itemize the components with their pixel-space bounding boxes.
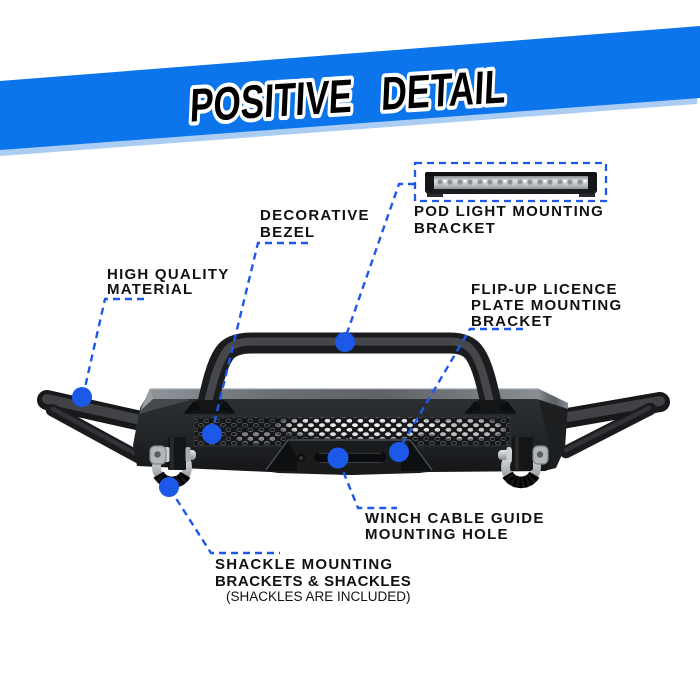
svg-text:MATERIAL: MATERIAL: [107, 281, 193, 298]
svg-text:BEZEL: BEZEL: [260, 224, 315, 241]
svg-text:(SHACKLES ARE INCLUDED): (SHACKLES ARE INCLUDED): [226, 589, 411, 604]
svg-text:MOUNTING HOLE: MOUNTING HOLE: [365, 526, 509, 543]
svg-text:PLATE MOUNTING: PLATE MOUNTING: [471, 297, 622, 314]
svg-text:DECORATIVE: DECORATIVE: [260, 207, 370, 224]
svg-text:SHACKLE MOUNTING: SHACKLE MOUNTING: [215, 556, 393, 573]
svg-text:FLIP-UP LICENCE: FLIP-UP LICENCE: [471, 281, 618, 298]
svg-text:BRACKET: BRACKET: [471, 313, 553, 330]
svg-text:HIGH QUALITY: HIGH QUALITY: [107, 266, 230, 283]
svg-text:BRACKETS & SHACKLES: BRACKETS & SHACKLES: [215, 573, 411, 590]
svg-text:WINCH CABLE GUIDE: WINCH CABLE GUIDE: [365, 510, 545, 527]
svg-text:BRACKET: BRACKET: [414, 220, 496, 237]
svg-text:POD LIGHT MOUNTING: POD LIGHT MOUNTING: [414, 203, 604, 220]
